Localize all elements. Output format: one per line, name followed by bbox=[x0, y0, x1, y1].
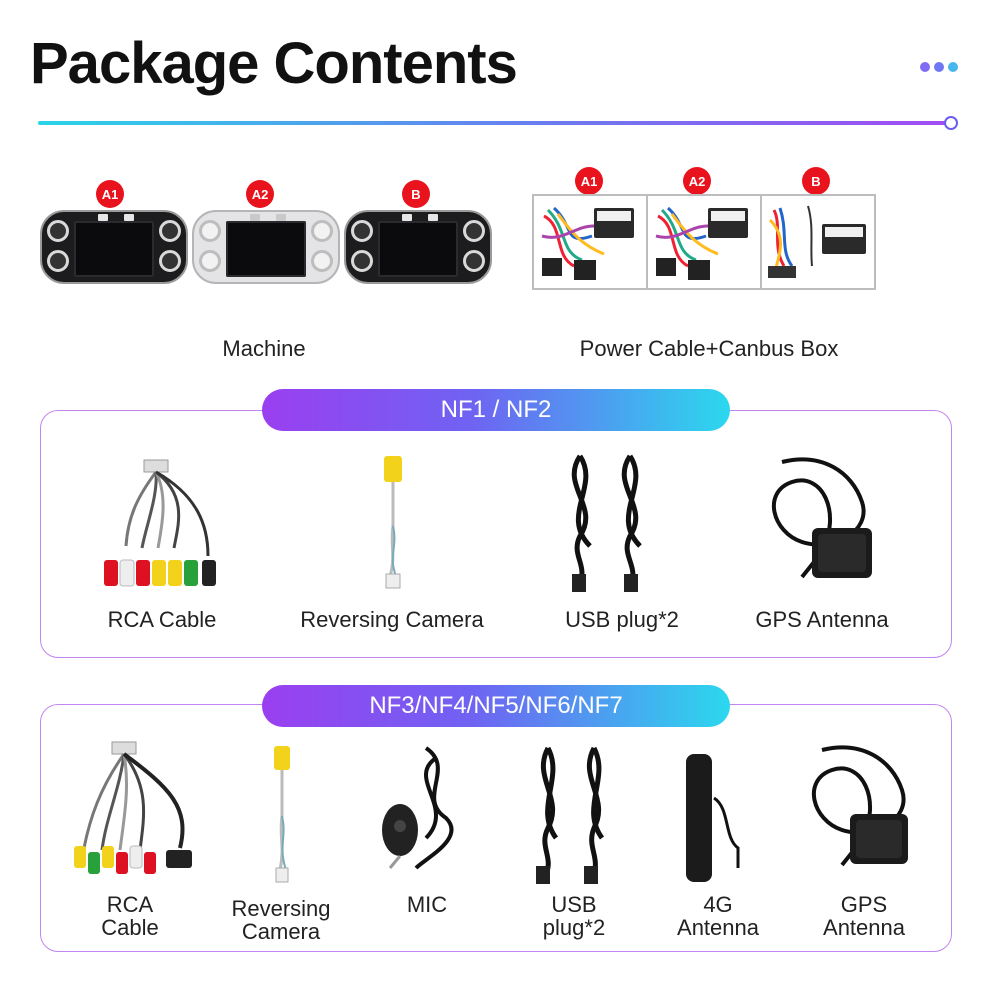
power-cable-canbus-icon bbox=[541, 206, 634, 280]
usb-cable-icon bbox=[536, 746, 605, 884]
machine-caption: Machine bbox=[222, 336, 306, 361]
decorative-dots bbox=[920, 62, 958, 72]
title-divider bbox=[38, 121, 950, 125]
nf37-item-label-gps: GPS Antenna bbox=[823, 892, 905, 940]
divider-end-circle-icon bbox=[944, 116, 958, 130]
power-cable-a1 bbox=[534, 196, 648, 288]
dot-icon bbox=[934, 62, 944, 72]
power-cable-group bbox=[532, 194, 876, 290]
nf12-item-label: USB plug*2 bbox=[565, 607, 679, 632]
power-cable-b bbox=[762, 196, 874, 288]
cable-caption: Power Cable+Canbus Box bbox=[579, 336, 839, 361]
badge-cable-a1: A1 bbox=[575, 167, 603, 195]
microphone-icon bbox=[382, 746, 454, 870]
usb-cable-icon bbox=[571, 454, 642, 592]
head-unit-b bbox=[344, 210, 492, 284]
nf37-item-label-4g: 4G Antenna bbox=[677, 892, 759, 940]
head-unit-a1 bbox=[40, 210, 188, 284]
badge-a1: A1 bbox=[96, 180, 124, 208]
power-cable-canbus-icon bbox=[655, 206, 748, 280]
gps-antenna-icon bbox=[772, 457, 872, 579]
badge-b: B bbox=[402, 180, 430, 208]
nf12-item-label: GPS Antenna bbox=[755, 607, 889, 632]
nf12-label: NF1 / NF2 bbox=[262, 389, 730, 431]
nf12-item-label: RCA Cable bbox=[107, 607, 217, 632]
badge-cable-b: B bbox=[802, 167, 830, 195]
reversing-camera-cable-icon bbox=[274, 746, 290, 883]
rca-cable-icon bbox=[74, 741, 192, 874]
nf37-item-label-rca: RCA Cable bbox=[101, 892, 159, 940]
power-cable-canbus-icon bbox=[768, 205, 866, 278]
4g-antenna-icon bbox=[686, 754, 740, 882]
nf37-label: NF3/NF4/NF5/NF6/NF7 bbox=[262, 685, 730, 727]
reversing-camera-cable-icon bbox=[384, 456, 402, 589]
gps-antenna-icon bbox=[812, 745, 908, 867]
dot-icon bbox=[948, 62, 958, 72]
rca-cable-icon bbox=[104, 459, 216, 587]
head-unit-a2 bbox=[192, 210, 340, 284]
power-cable-a2 bbox=[648, 196, 762, 288]
nf37-item-label-usb: USB plug*2 bbox=[542, 892, 606, 940]
nf37-item-label-camera: Reversing Camera bbox=[231, 896, 331, 944]
nf37-item-label-mic: MIC bbox=[406, 892, 448, 917]
page-title: Package Contents bbox=[30, 31, 518, 96]
badge-a2: A2 bbox=[246, 180, 274, 208]
dot-icon bbox=[920, 62, 930, 72]
badge-cable-a2: A2 bbox=[683, 167, 711, 195]
nf12-item-label: Reversing Camera bbox=[300, 607, 484, 632]
